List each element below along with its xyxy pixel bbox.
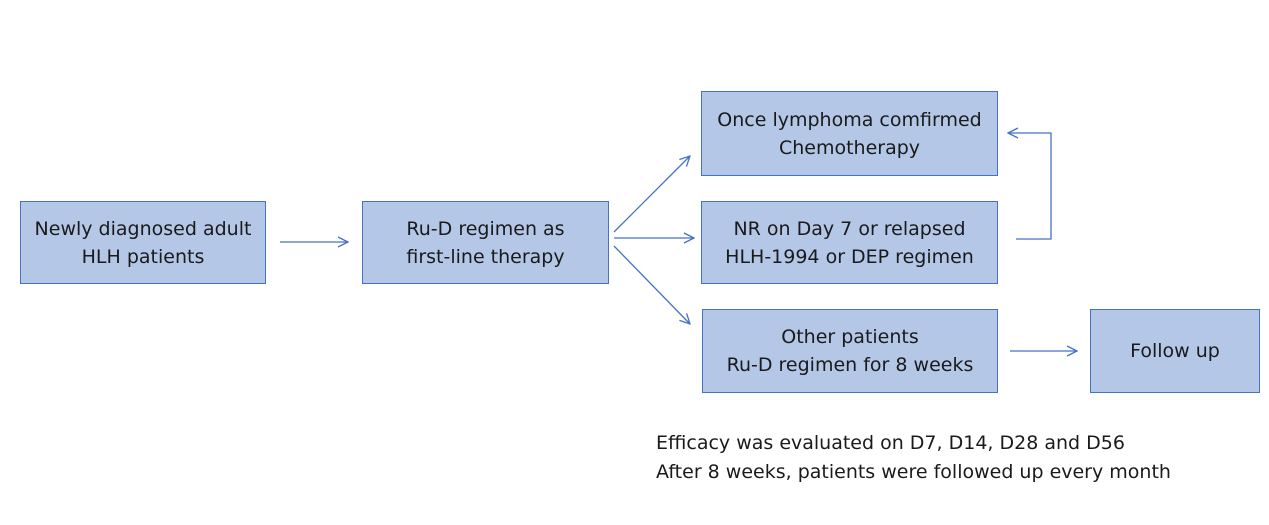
lymphoma-chemotherapy-box: Once lymphoma comfirmed Chemotherapy	[701, 91, 998, 176]
newly-diagnosed-line1: Newly diagnosed adult	[34, 217, 252, 240]
other-patients-box: Other patients Ru-D regimen for 8 weeks	[702, 309, 998, 393]
nr-relapsed-box: NR on Day 7 or relapsed HLH-1994 or DEP …	[701, 201, 998, 284]
nr-relapsed-line2: HLH-1994 or DEP regimen	[725, 245, 974, 268]
other-patients-line2: Ru-D regimen for 8 weeks	[726, 354, 974, 376]
efficacy-note: Efficacy was evaluated on D7, D14, D28 a…	[656, 432, 1125, 454]
lymphoma-line2: Chemotherapy	[778, 136, 921, 159]
nr-relapsed-line1: NR on Day 7 or relapsed	[733, 217, 966, 240]
arrow-nr-to-lymphoma	[1008, 133, 1052, 240]
rud-first-line-line2: first-line therapy	[406, 245, 565, 268]
follow-up-box: Follow up	[1090, 309, 1260, 393]
rud-first-line-box: Ru-D regimen as first-line therapy	[362, 201, 609, 284]
lymphoma-line1: Once lymphoma comfirmed	[717, 108, 982, 131]
arrow-rud-to-lymphoma	[613, 156, 690, 233]
rud-first-line-line1: Ru-D regimen as	[406, 217, 565, 240]
follow-up-label: Follow up	[1130, 340, 1220, 362]
newly-diagnosed-box: Newly diagnosed adult HLH patients	[20, 201, 266, 284]
other-patients-line1: Other patients	[781, 326, 919, 348]
newly-diagnosed-line2: HLH patients	[81, 245, 205, 268]
follow-up-note: After 8 weeks, patients were followed up…	[656, 461, 1171, 483]
arrow-rud-to-other	[613, 245, 690, 324]
